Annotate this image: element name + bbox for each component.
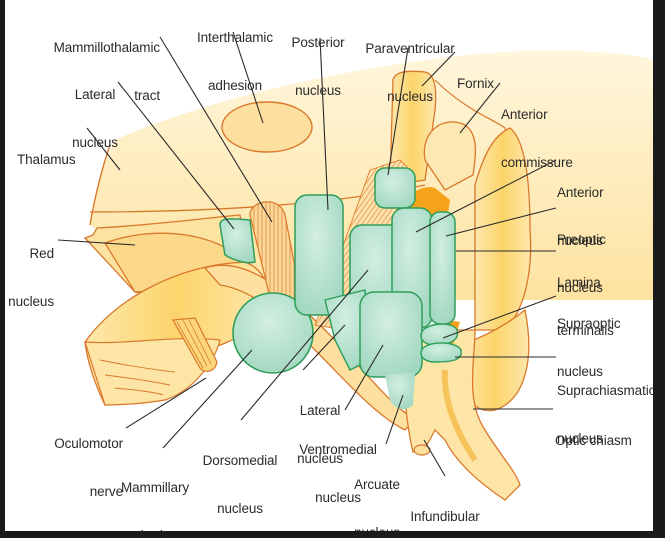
label-ventromedial-nucleus: Ventromedial nucleus (299, 442, 377, 505)
label-paraventricular-nucleus: Paraventricular nucleus (365, 41, 455, 104)
leader-thalamus (86, 127, 121, 171)
label-thalamus: Thalamus (17, 152, 76, 167)
leader-lines (57, 31, 557, 477)
lamina-terminalis-shape (474, 127, 532, 331)
leader-preoptic-nucleus (445, 207, 557, 237)
leader-infundibular-stalk (423, 439, 446, 477)
label-infundibular-stalk: Infundibular stalk (410, 509, 480, 524)
label-lamina-terminalis: Lamina terminalis (557, 275, 614, 338)
leader-red-nucleus (57, 239, 136, 246)
label-anterior-commissure: Anterior commissure (501, 107, 573, 170)
supraoptic-nucleus-shape (420, 323, 459, 346)
label-fornix: Fornix (457, 76, 494, 91)
label-supraoptic-nucleus: Supraoptic nucleus (557, 316, 621, 379)
hypothalamus-floor-shape (404, 329, 521, 501)
leader-posterior-nucleus (319, 37, 329, 211)
preoptic-nucleus-shape (429, 211, 456, 325)
oculomotor-nerve-shape (172, 317, 218, 372)
label-lateral-nucleus-bottom: Lateral nucleus (297, 403, 343, 466)
anterior-commissure-shape (423, 121, 477, 191)
lateral-nucleus-left-shape (219, 218, 256, 264)
label-optic-chiasm: Optic chiasm (555, 433, 632, 448)
leader-ventromedial-nucleus (344, 344, 384, 411)
label-dorsomedial-nucleus: Dorsomedial nucleus (202, 453, 278, 516)
leader-arcuate-nucleus (385, 394, 404, 445)
leader-lateral-nucleus-bottom (302, 324, 346, 371)
label-mammillothalamic-tract: Mammillothalamic tract (53, 40, 161, 103)
leader-interthalamic-adhesion (232, 31, 264, 124)
leader-anterior-commissure (459, 82, 501, 134)
ventromedial-nucleus-shape (359, 291, 423, 378)
label-anterior-nucleus: Anterior nucleus (557, 185, 604, 248)
diagram-canvas: Mammillothalamic tract Interthalamic adh… (5, 0, 653, 531)
mammillary-body-shape (232, 292, 314, 374)
leader-paraventricular-nucleus (387, 47, 409, 176)
label-oculomotor-nerve: Oculomotor nerve (54, 436, 123, 499)
leader-oculomotor-nerve (125, 377, 207, 429)
anatomy-illustration (57, 31, 653, 501)
arcuate-nucleus-shape (385, 372, 415, 410)
copyright-credit: Koeppen & Stanton: Berne and Levy Physio… (165, 510, 520, 531)
thalamus-outline (89, 144, 111, 226)
leader-supraoptic-nucleus (442, 295, 557, 339)
leader-anterior-nucleus (415, 159, 557, 233)
leader-dorsomedial-nucleus (240, 269, 369, 421)
label-lateral-nucleus-top: Lateral nucleus (72, 87, 118, 150)
leader-mammillothalamic-tract (159, 36, 273, 223)
interthalamic-adhesion-shape (221, 101, 313, 153)
label-posterior-nucleus: Posterior nucleus (291, 35, 345, 98)
paraventricular-nucleus-shape (374, 167, 416, 209)
leader-fornix (421, 51, 456, 87)
label-interthalamic-adhesion: Interthalamic adhesion (197, 30, 273, 93)
posterior-nucleus-shape (294, 194, 344, 316)
label-suprachiasmatic-nucleus: Suprachiasmatic nucleus (557, 383, 653, 446)
label-preoptic-nucleus: Preoptic nucleus (557, 232, 606, 295)
leader-mammillary-body (162, 349, 253, 449)
leader-lateral-nucleus-top (117, 81, 235, 230)
label-arcuate-nucleus: Arcuate nucleus (354, 477, 400, 531)
label-red-nucleus: Red nucleus (8, 246, 54, 309)
label-mammillary-body: Mammillary body (121, 480, 189, 531)
suprachiasmatic-nucleus-shape (420, 342, 462, 363)
